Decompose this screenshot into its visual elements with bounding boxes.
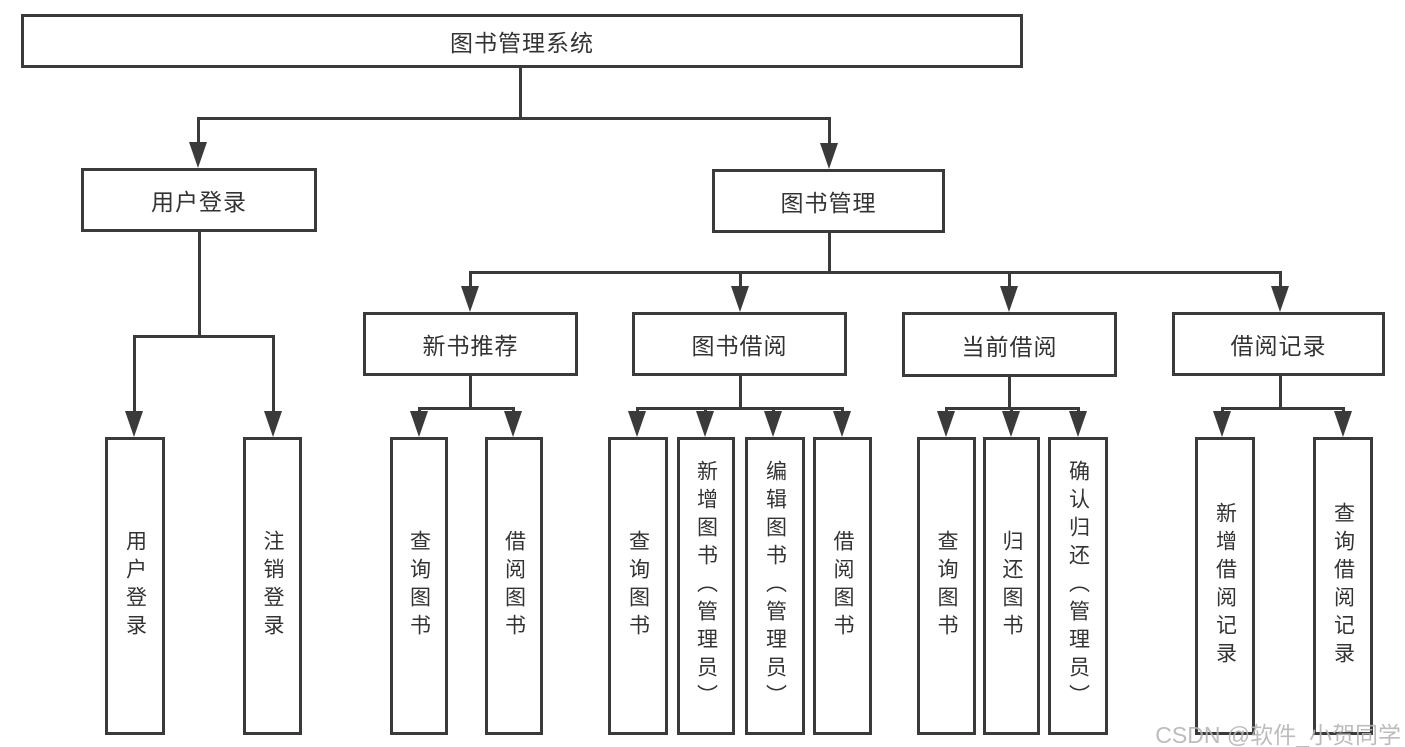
leaf-logout: 注销登录 bbox=[243, 437, 302, 735]
arrow-down-icon bbox=[628, 411, 646, 437]
arrow-down-icon bbox=[1069, 411, 1087, 437]
node-new-book-recommend: 新书推荐 bbox=[363, 312, 578, 376]
csdn-watermark: CSDN @软件_小贺同学 bbox=[1155, 722, 1401, 747]
arrow-down-icon bbox=[764, 411, 782, 437]
leaf-add-borrow-record: 新增借阅记录 bbox=[1195, 437, 1255, 735]
arrow-down-icon bbox=[937, 411, 955, 437]
connector-line bbox=[469, 375, 472, 407]
connector-line bbox=[1279, 271, 1282, 289]
connector-line bbox=[519, 68, 522, 117]
arrow-down-icon bbox=[1002, 411, 1020, 437]
connector-line bbox=[469, 271, 472, 289]
leaf-confirm-return-admin: 确认归还（管理员） bbox=[1048, 437, 1108, 735]
connector-line bbox=[828, 117, 831, 150]
arrow-down-icon bbox=[820, 143, 838, 169]
arrow-down-icon bbox=[189, 142, 207, 168]
arrow-down-icon bbox=[731, 286, 749, 312]
arrow-down-icon bbox=[1000, 286, 1018, 312]
connector-line bbox=[1008, 271, 1011, 289]
node-book-borrow: 图书借阅 bbox=[632, 312, 847, 376]
leaf-return-books: 归还图书 bbox=[983, 437, 1040, 735]
arrow-down-icon bbox=[1334, 411, 1352, 437]
leaf-add-books-admin: 新增图书（管理员） bbox=[677, 437, 735, 735]
connector-line bbox=[1279, 375, 1282, 407]
leaf-borrow-books-recommend: 借阅图书 bbox=[485, 437, 543, 735]
connector-line bbox=[636, 407, 844, 410]
connector-line bbox=[198, 232, 201, 335]
connector-line bbox=[418, 407, 515, 410]
arrow-down-icon bbox=[696, 411, 714, 437]
leaf-query-borrow-record: 查询借阅记录 bbox=[1313, 437, 1373, 735]
arrow-down-icon bbox=[1213, 411, 1231, 437]
connector-line bbox=[828, 233, 831, 271]
leaf-query-books-borrow: 查询图书 bbox=[608, 437, 668, 735]
arrow-down-icon bbox=[410, 411, 428, 437]
connector-line bbox=[469, 271, 1282, 274]
connector-line bbox=[739, 375, 742, 407]
arrow-down-icon bbox=[1271, 286, 1289, 312]
node-root: 图书管理系统 bbox=[21, 14, 1023, 68]
leaf-borrow-books: 借阅图书 bbox=[813, 437, 872, 735]
arrow-down-icon bbox=[833, 411, 851, 437]
connector-line bbox=[272, 335, 275, 415]
node-book-management: 图书管理 bbox=[712, 169, 945, 233]
node-current-borrow: 当前借阅 bbox=[902, 312, 1117, 377]
connector-line bbox=[1008, 376, 1011, 407]
connector-line bbox=[739, 271, 742, 289]
leaf-query-books-current: 查询图书 bbox=[917, 437, 976, 735]
leaf-user-login: 用户登录 bbox=[105, 437, 165, 735]
arrow-down-icon bbox=[504, 411, 522, 437]
node-user-login: 用户登录 bbox=[81, 168, 317, 232]
leaf-query-books-recommend: 查询图书 bbox=[390, 437, 448, 735]
arrow-down-icon bbox=[461, 286, 479, 312]
connector-line bbox=[197, 117, 831, 120]
connector-line bbox=[197, 117, 200, 150]
arrow-down-icon bbox=[125, 411, 143, 437]
connector-line bbox=[1221, 407, 1345, 410]
connector-line bbox=[133, 335, 275, 338]
arrow-down-icon bbox=[264, 411, 282, 437]
node-borrow-record: 借阅记录 bbox=[1172, 312, 1385, 376]
leaf-edit-books-admin: 编辑图书（管理员） bbox=[745, 437, 805, 735]
connector-line bbox=[133, 335, 136, 415]
